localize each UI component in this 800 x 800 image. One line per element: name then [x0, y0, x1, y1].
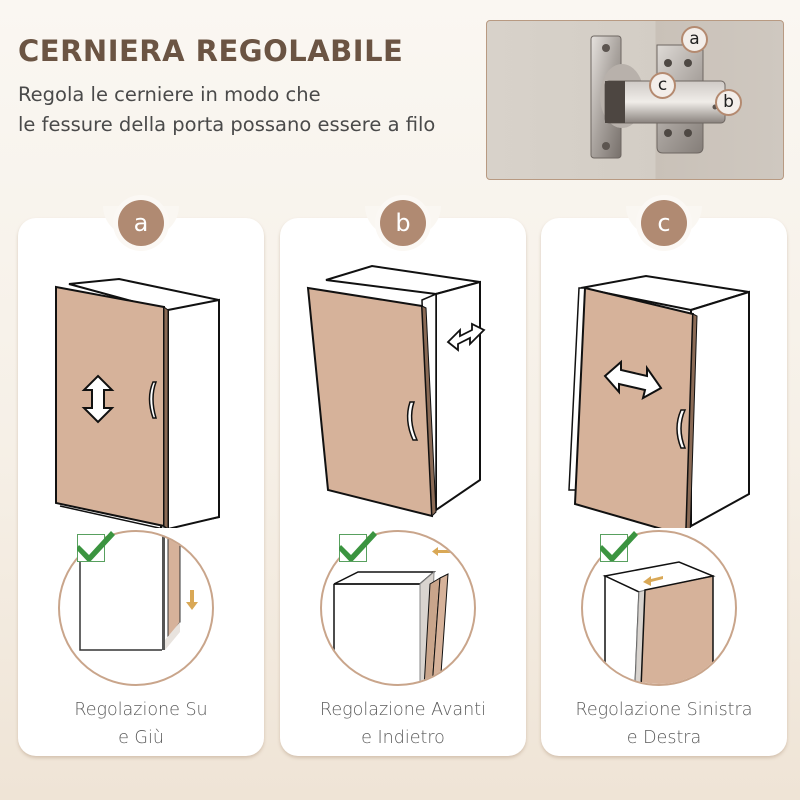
cabinet-forward-back-icon — [306, 264, 486, 518]
check-icon — [339, 531, 377, 562]
caption-left-right: Regolazione Sinistra e Destra — [541, 696, 787, 752]
subtitle-line-2: le fessure della porta possano essere a … — [18, 113, 436, 136]
caption-line-1: Regolazione Su — [74, 700, 208, 720]
badge-b: b — [380, 200, 426, 246]
cabinet-left-right-icon — [568, 274, 750, 528]
hinge-label-b: b — [715, 89, 742, 116]
badge-c: c — [641, 200, 687, 246]
page-subtitle: Regola le cerniere in modo che le fessur… — [18, 80, 435, 140]
cabinet-up-down-icon — [55, 277, 220, 528]
card-up-down: Regolazione Su e Giù — [18, 218, 264, 756]
badge-a: a — [118, 200, 164, 246]
caption-line-1: Regolazione Avanti — [320, 700, 486, 720]
hinge-label-a: a — [681, 26, 708, 53]
caption-line-2: e Indietro — [361, 728, 445, 748]
subtitle-line-1: Regola le cerniere in modo che — [18, 83, 321, 106]
check-icon — [600, 531, 638, 562]
hinge-photo: a c b — [486, 20, 784, 180]
caption-line-2: e Destra — [626, 728, 702, 748]
card-forward-back: Regolazione Avanti e Indietro — [280, 218, 526, 756]
detail-up-down-icon — [79, 532, 198, 651]
caption-up-down: Regolazione Su e Giù — [18, 696, 264, 752]
caption-line-2: e Giù — [118, 728, 164, 748]
hinge-label-c: c — [649, 72, 676, 99]
check-icon — [77, 531, 115, 562]
caption-line-1: Regolazione Sinistra — [575, 700, 753, 720]
caption-forward-back: Regolazione Avanti e Indietro — [280, 696, 526, 752]
card-left-right: Regolazione Sinistra e Destra — [541, 218, 787, 756]
page-title: CERNIERA REGOLABILE — [18, 34, 404, 68]
detail-forward-back-icon — [333, 547, 450, 684]
detail-left-right-icon — [602, 561, 716, 684]
